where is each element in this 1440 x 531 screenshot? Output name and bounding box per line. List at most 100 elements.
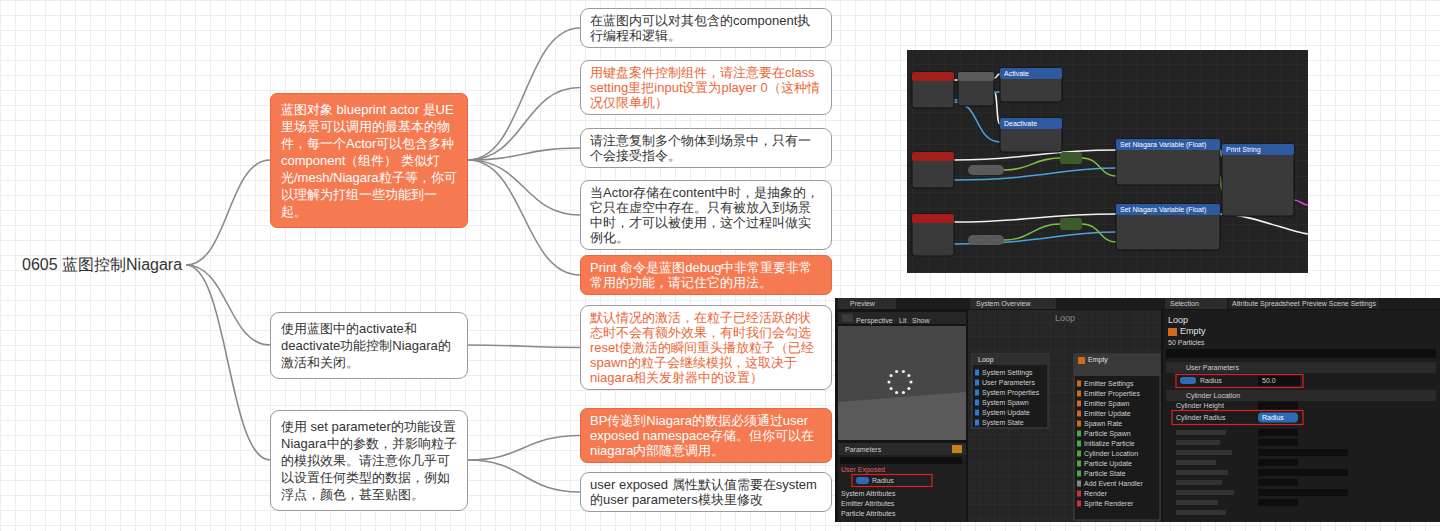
niagara-screenshot-part (1077, 501, 1081, 507)
blueprint-screenshot-part (1220, 214, 1308, 234)
niagara-screenshot-part (887, 380, 890, 383)
ui-label: Initialize Particle (1084, 440, 1135, 447)
niagara-screenshot-part (838, 312, 966, 324)
note-box: user exposed 属性默认值需要在system的user paramet… (580, 472, 832, 512)
niagara-screenshot-part (1176, 460, 1216, 465)
note-box: 当Actor存储在content中时，是抽象的，它只在虚空中存在。只有被放入到场… (580, 180, 832, 250)
topic-text: 0605 蓝图控制Niagara (22, 255, 182, 276)
ui-label: Spawn Rate (1084, 420, 1122, 427)
niagara-screenshot-part (902, 391, 905, 394)
branch-line (186, 265, 270, 345)
blueprint-screenshot-part (1222, 144, 1294, 216)
blueprint-screenshot-part (954, 102, 1000, 142)
niagara-screenshot-part (1077, 381, 1081, 387)
niagara-screenshot-part (1258, 499, 1298, 506)
branch-line (186, 160, 270, 265)
blueprint-screenshot-part (1082, 224, 1116, 242)
blueprint-screenshot-part (1116, 204, 1220, 215)
blueprint-screenshot-part (907, 50, 1308, 273)
niagara-screenshot-part (1077, 381, 1081, 427)
blueprint-screenshot-part (912, 214, 954, 256)
niagara-screenshot-part (1165, 298, 1227, 309)
niagara-screenshot-part (968, 310, 1161, 522)
niagara-screenshot-part (1176, 490, 1234, 495)
blueprint-screenshot-part (907, 50, 1308, 273)
ui-label: Emitter Update (1084, 410, 1131, 417)
niagara-screenshot-part (1176, 480, 1222, 485)
ui-label: Parameters (845, 446, 881, 453)
niagara-screenshot-part (856, 477, 869, 484)
note-box: 请注意复制多个物体到场景中，只有一个会接受指令。 (580, 128, 832, 168)
niagara-screenshot-part (1168, 328, 1177, 336)
ui-label: User Parameters (982, 379, 1035, 386)
niagara-screenshot-part (1180, 377, 1196, 384)
ui-label: Set Niagara Variable (Float) (1120, 206, 1206, 213)
niagara-screenshot-part (1258, 479, 1298, 486)
blueprint-screenshot-part (1000, 68, 1062, 102)
blueprint-screenshot-part (958, 72, 994, 106)
blueprint-screenshot-part (1116, 139, 1220, 185)
niagara-screenshot-part (1176, 375, 1303, 388)
ui-label: Cylinder Height (1176, 402, 1224, 409)
ui-label: Selection (1170, 300, 1199, 307)
niagara-screenshot-part (975, 370, 979, 426)
niagara-screenshot-part (1078, 357, 1085, 364)
niagara-screenshot-part (838, 326, 966, 440)
niagara-screenshot-part (1229, 298, 1299, 309)
ui-label: System Update (982, 409, 1030, 416)
note-box: Print 命令是蓝图debug中非常重要非常常用的功能，请记住它的用法。 (580, 255, 832, 295)
topic-text: 默认情况的激活，在粒子已经活跃的状态时不会有额外效果，有时我们会勾选reset使… (590, 310, 822, 385)
topic-text: 当Actor存储在content中时，是抽象的，它只在虚空中存在。只有被放入到场… (590, 185, 822, 245)
niagara-screenshot-part (907, 374, 910, 377)
topic-box: 蓝图对象 blueprint actor 是UE里场景可以调用的最基本的物件，每… (270, 93, 468, 228)
niagara-screenshot-part (887, 370, 912, 394)
niagara-screenshot-part (1077, 491, 1081, 497)
blueprint-screenshot-part (912, 152, 954, 188)
niagara-screenshot-part (1299, 298, 1379, 309)
niagara-screenshot-part (842, 314, 853, 322)
niagara-screenshot-part (835, 298, 1440, 309)
blueprint-screenshot (907, 50, 1308, 273)
niagara-screenshot-part (1166, 390, 1436, 401)
niagara-screenshot-part (975, 410, 979, 416)
ui-label: Radius (1262, 414, 1284, 421)
niagara-screenshot-part (838, 392, 966, 440)
ui-label: Emitter Properties (1084, 390, 1140, 397)
ui-label: Preview Scene Settings (1302, 300, 1376, 307)
niagara-screenshot-part (975, 420, 979, 426)
ui-label: 50 Particles (1168, 339, 1205, 346)
niagara-screenshot-part (1166, 349, 1436, 358)
niagara-screenshot-part (1163, 310, 1440, 522)
niagara-screenshot-part (909, 380, 912, 383)
niagara-screenshot-part (1077, 431, 1081, 437)
niagara-screenshot-part (952, 445, 962, 453)
topic-text: 蓝图对象 blueprint actor 是UE里场景可以调用的最基本的物件，每… (281, 101, 457, 220)
ui-label: Sprite Renderer (1084, 500, 1133, 507)
blueprint-screenshot-part (958, 72, 994, 81)
niagara-screenshot-part (1166, 362, 1436, 373)
ui-label: Preview (850, 300, 875, 307)
ui-label: System State (982, 419, 1024, 426)
blueprint-screenshot-part (1060, 152, 1082, 164)
topic-box: 使用 set parameter的功能设置Niagara中的参数，并影响粒子的模… (270, 410, 468, 511)
niagara-screenshot-part (1258, 376, 1300, 386)
ui-label: Empty (1088, 356, 1108, 363)
note-box: 在蓝图内可以对其包含的component执行编程和逻辑。 (580, 8, 832, 48)
ui-label: Emitter Spawn (1084, 400, 1130, 407)
blueprint-screenshot-part (1000, 68, 1062, 79)
blueprint-screenshot-part (1004, 224, 1060, 240)
ui-label: User Exposed (841, 466, 885, 473)
ui-label: Particle Update (1084, 460, 1132, 467)
blueprint-screenshot-part (1082, 158, 1116, 176)
blueprint-screenshot-part (954, 92, 1116, 244)
niagara-screenshot-part (1258, 413, 1298, 423)
ui-label: Activate (1004, 70, 1029, 77)
niagara-screenshot-part (970, 298, 1056, 309)
niagara-screenshot-part (1258, 402, 1298, 410)
ui-label: Render (1084, 490, 1107, 497)
branch-line (468, 436, 580, 461)
blueprint-screenshot-part (994, 74, 1000, 78)
niagara-screenshot-part (1077, 461, 1081, 467)
